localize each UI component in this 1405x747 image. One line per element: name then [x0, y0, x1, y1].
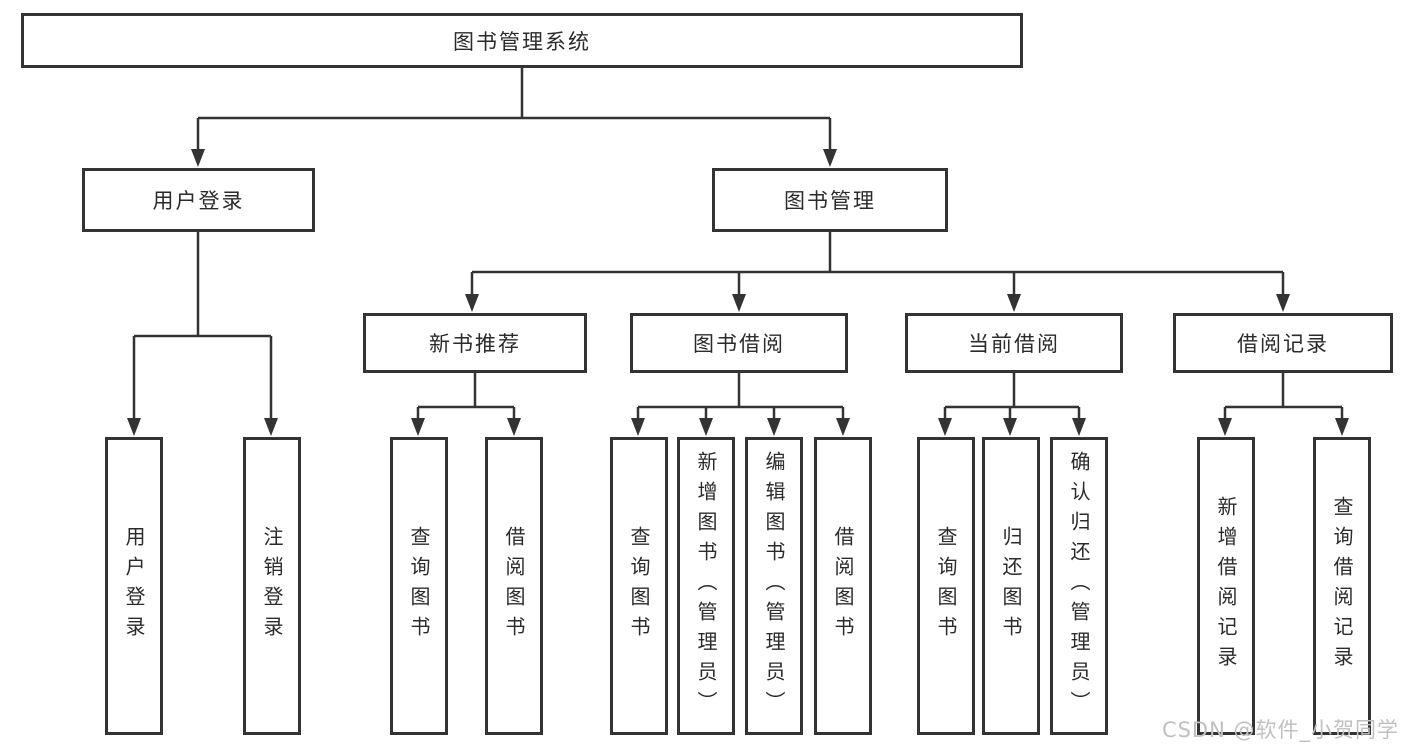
- node-borrow-records: 借阅记录: [1173, 313, 1393, 373]
- arrowhead-leaf-query-1: [411, 418, 425, 436]
- leaf-borrow-book-recommend: 借阅图书: [485, 437, 543, 735]
- node-new-book-recommend: 新书推荐: [363, 313, 587, 373]
- leaf-add-borrow-record: 新增借阅记录: [1197, 437, 1255, 735]
- wire-book-borrow-to-leaves: [636, 373, 845, 421]
- arrowhead-leaf-return: [1003, 418, 1017, 436]
- leaf-query-borrow-record: 查询借阅记录: [1313, 437, 1371, 735]
- arrowhead-new-book: [465, 294, 479, 312]
- leaf-add-book-admin: 新增图书（管理员）: [677, 437, 735, 735]
- arrowhead-leaf-edit-book: [767, 418, 781, 436]
- leaf-return-book: 归还图书: [982, 437, 1040, 735]
- leaf-logout: 注销登录: [243, 437, 301, 735]
- leaf-edit-book-admin: 编辑图书（管理员）: [745, 437, 803, 735]
- arrowhead-leaf-borrow-2: [836, 418, 850, 436]
- arrowhead-leaf-add-book: [699, 418, 713, 436]
- arrowhead-leaf-query-3: [938, 418, 952, 436]
- arrowhead-leaf-logout: [264, 418, 278, 436]
- arrowhead-leaf-login: [127, 418, 141, 436]
- leaf-query-book-current: 查询图书: [917, 437, 975, 735]
- leaf-confirm-return-admin: 确认归还（管理员）: [1050, 437, 1108, 735]
- wire-current-borrow-to-leaves: [943, 373, 1081, 421]
- wire-new-book-to-leaves: [416, 373, 516, 421]
- node-book-borrow: 图书借阅: [630, 313, 848, 373]
- csdn-watermark: CSDN @软件_小贺同学: [1161, 718, 1399, 742]
- node-root-system: 图书管理系统: [21, 13, 1023, 68]
- wire-book-management-to-level3: [470, 232, 1285, 297]
- leaf-borrow-book: 借阅图书: [814, 437, 872, 735]
- arrowhead-current-borrow: [1007, 294, 1021, 312]
- arrowhead-leaf-query-record: [1335, 418, 1349, 436]
- arrowhead-book-management: [823, 149, 837, 167]
- arrowhead-leaf-confirm-return: [1072, 418, 1086, 436]
- arrowhead-user-login: [191, 149, 205, 167]
- arrowhead-book-borrow: [732, 294, 746, 312]
- wire-borrow-records-to-leaves: [1223, 373, 1344, 421]
- wire-user-login-to-leaves: [132, 232, 273, 421]
- arrowhead-leaf-borrow-1: [507, 418, 521, 436]
- wire-root-to-level2: [196, 68, 832, 152]
- arrowhead-borrow-records: [1276, 294, 1290, 312]
- node-book-management: 图书管理: [712, 168, 948, 232]
- leaf-query-book-borrow: 查询图书: [610, 437, 668, 735]
- leaf-query-book-recommend: 查询图书: [390, 437, 448, 735]
- node-current-borrow: 当前借阅: [905, 313, 1123, 373]
- leaf-user-login: 用户登录: [105, 437, 163, 735]
- arrowhead-leaf-add-record: [1218, 418, 1232, 436]
- arrowhead-leaf-query-2: [631, 418, 645, 436]
- node-user-login: 用户登录: [82, 168, 315, 232]
